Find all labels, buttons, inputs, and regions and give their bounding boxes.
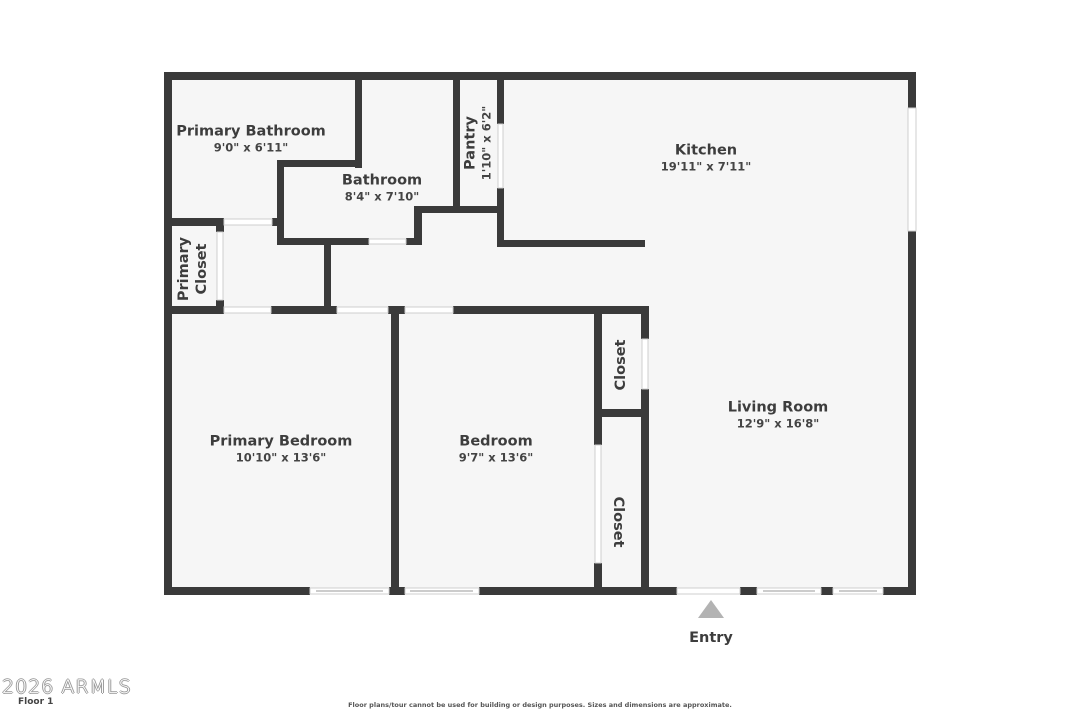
- room-dimensions: 1'10" x 6'2": [479, 105, 494, 181]
- room-name: Living Room: [727, 399, 829, 416]
- room-kitchen: Kitchen 19'11" x 7'11": [661, 142, 751, 175]
- room-dimensions: 10'10" x 13'6": [235, 450, 327, 465]
- room-name: Pantry: [462, 116, 479, 170]
- room-bathroom: Bathroom 8'4" x 7'10": [342, 172, 422, 205]
- room-name: Bedroom: [459, 433, 533, 450]
- room-name-line2: Closet: [194, 243, 210, 295]
- room-closet-upper: Closet: [612, 340, 630, 391]
- walls: [164, 72, 916, 595]
- room-name: Kitchen: [674, 142, 738, 159]
- room-dimensions: 9'0" x 6'11": [213, 140, 289, 155]
- room-name: Primary Bathroom: [176, 123, 326, 140]
- room-name-line1: Primary: [176, 236, 192, 302]
- watermark: 2026 ARMLS: [2, 676, 132, 698]
- room-pantry: Pantry 1'10" x 6'2": [462, 106, 495, 180]
- floor-label: Floor 1: [18, 697, 54, 707]
- room-primary-closet: Primary Closet: [175, 237, 211, 301]
- room-bedroom: Bedroom 9'7" x 13'6": [459, 433, 533, 466]
- room-closet-lower: Closet: [609, 497, 627, 548]
- room-dimensions: 8'4" x 7'10": [344, 189, 420, 204]
- entry-label: Entry: [689, 630, 733, 646]
- entry-arrow-icon: [698, 600, 724, 618]
- disclaimer: Floor plans/tour cannot be used for buil…: [348, 701, 732, 709]
- room-name: Primary Bedroom: [209, 433, 353, 450]
- room-name: Bathroom: [341, 172, 423, 189]
- room-dimensions: 12'9" x 16'8": [736, 416, 820, 431]
- room-living-room: Living Room 12'9" x 16'8": [728, 399, 829, 432]
- room-dimensions: 19'11" x 7'11": [660, 159, 752, 174]
- room-primary-bedroom: Primary Bedroom 10'10" x 13'6": [210, 433, 353, 466]
- room-name: Closet: [610, 496, 626, 548]
- room-dimensions: 9'7" x 13'6": [458, 450, 534, 465]
- room-primary-bathroom: Primary Bathroom 9'0" x 6'11": [176, 123, 326, 156]
- room-name: Closet: [613, 339, 629, 391]
